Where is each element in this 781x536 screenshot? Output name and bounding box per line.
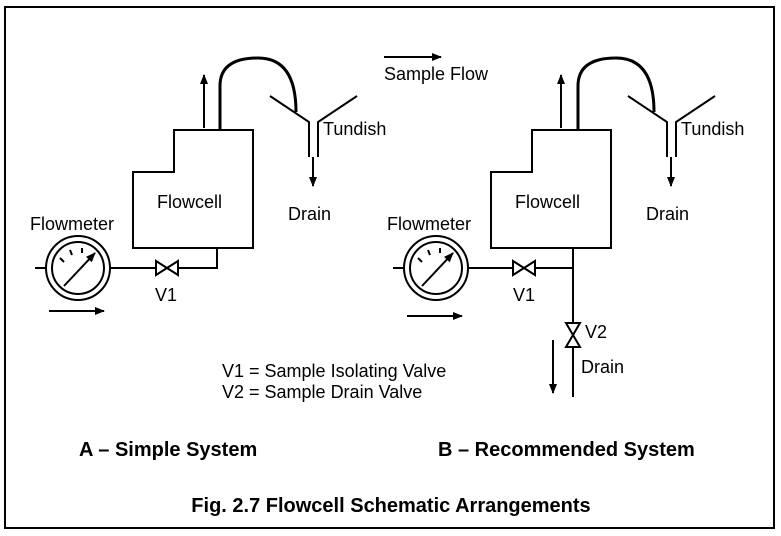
- flowcell-a-body: [132, 129, 254, 249]
- v1-b-label: V1: [513, 285, 535, 305]
- tundish-b: [627, 95, 716, 157]
- flowmeter-a: [45, 235, 111, 301]
- overflow-pipe-b: [576, 56, 656, 130]
- pipe-a-to-cell: [178, 248, 218, 269]
- flowmeter-b: [403, 235, 469, 301]
- sample-flow-label: Sample Flow: [384, 64, 489, 84]
- drain-a-label: Drain: [288, 204, 331, 224]
- legend-v1: V1 = Sample Isolating Valve: [222, 361, 446, 381]
- valve-v2: [564, 322, 582, 348]
- tundish-a: [269, 95, 358, 157]
- drain-b-label: Drain: [646, 204, 689, 224]
- figure-caption: Fig. 2.7 Flowcell Schematic Arrangements: [191, 495, 590, 517]
- caption-b: B – Recommended System: [438, 439, 695, 461]
- flowcell-b-label: Flowcell: [515, 192, 580, 212]
- v1-a-label: V1: [155, 285, 177, 305]
- overflow-pipe-a: [218, 56, 298, 130]
- flowcell-a-label: Flowcell: [157, 192, 222, 212]
- v2-label: V2: [585, 322, 607, 342]
- flowmeter-a-label: Flowmeter: [30, 214, 114, 234]
- tundish-a-label: Tundish: [323, 119, 386, 139]
- flowcell-b-body: [490, 129, 612, 249]
- system-a: Flowcell Tundish Drain V1 Flowmeter: [30, 56, 386, 315]
- flowmeter-b-label: Flowmeter: [387, 214, 471, 234]
- valve-v1-a: [155, 259, 179, 277]
- valve-v1-b: [512, 259, 536, 277]
- legend-v2: V2 = Sample Drain Valve: [222, 382, 422, 402]
- system-b: Flowcell Tundish Drain V1 V2 Drain: [387, 56, 744, 397]
- drain-v2-label: Drain: [581, 357, 624, 377]
- caption-a: A – Simple System: [79, 439, 257, 461]
- tundish-b-label: Tundish: [681, 119, 744, 139]
